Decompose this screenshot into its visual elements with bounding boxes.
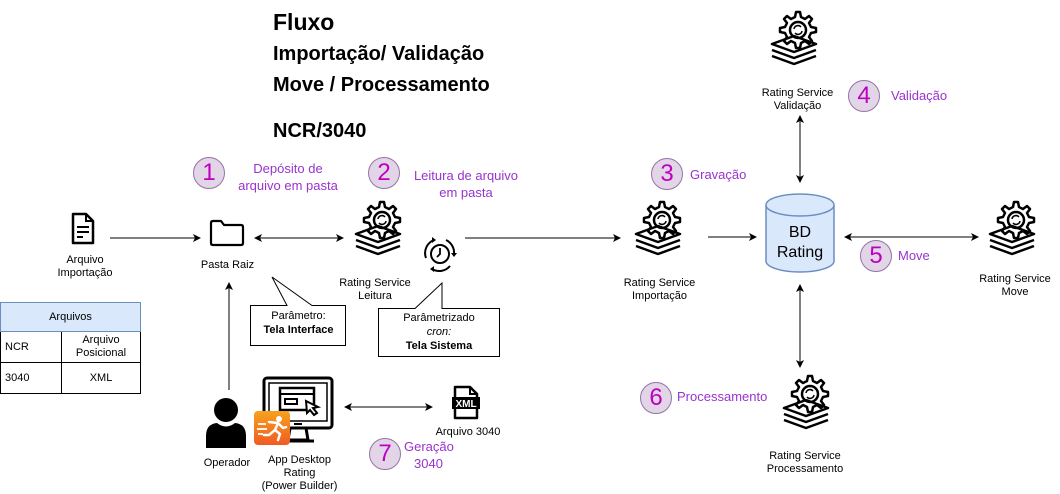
diagram-subtitle-1: Importação/ Validação — [273, 43, 485, 65]
node-rs-leitura: Rating Service Leitura — [330, 277, 420, 303]
user-icon — [206, 398, 246, 448]
document-icon — [71, 212, 95, 245]
node-label: Rating Service — [761, 87, 834, 99]
node-label: (Power Builder) — [261, 480, 338, 492]
step-4-label: Validação — [891, 88, 948, 103]
node-label: Processamento — [766, 463, 844, 475]
node-label: Leitura — [358, 290, 392, 302]
step-3-badge: 3 — [651, 158, 683, 190]
power-builder-app-icon — [254, 411, 290, 445]
step-2-badge: 2 — [368, 157, 400, 189]
step-1-badge: 1 — [193, 157, 225, 189]
table-cell-type: NCR — [0, 331, 62, 363]
node-rs-importacao: Rating Service Importação — [612, 277, 707, 303]
node-pasta-raiz: Pasta Raiz — [200, 259, 255, 271]
step-label-line: 3040 — [414, 456, 443, 471]
table-header: Arquivos — [0, 302, 141, 332]
node-label: Importação — [631, 290, 688, 302]
diagram-title: Fluxo — [273, 9, 335, 35]
step-label-line: arquivo em pasta — [238, 178, 338, 193]
service-stack-icon — [634, 200, 682, 256]
node-rs-processamento: Rating Service Processamento — [755, 450, 855, 476]
service-stack-icon — [782, 374, 830, 430]
step-1-label: Depósito de arquivo em pasta — [228, 160, 348, 194]
step-label-line: Leitura de arquivo — [413, 168, 519, 183]
node-rs-move: Rating Service Move — [970, 273, 1060, 299]
db-label: Rating — [776, 244, 824, 261]
callout-line: Parâmetro: — [271, 310, 326, 322]
step-label-line: Depósito de — [253, 161, 323, 176]
step-7-badge: 7 — [369, 438, 401, 470]
table-cell-type: 3040 — [0, 362, 62, 394]
table-cell-format: XML — [61, 362, 141, 394]
database-icon — [765, 193, 835, 273]
step-5-label: Move — [898, 248, 930, 263]
xml-file-icon: XML — [452, 385, 480, 420]
step-label-line: em pasta — [439, 185, 493, 200]
diagram-subtitle-3: NCR/3040 — [273, 120, 367, 142]
step-2-label: Leitura de arquivo em pasta — [402, 167, 530, 201]
callout-line: Tela Interface — [263, 324, 334, 336]
node-label: Rating Service — [623, 277, 696, 289]
node-label: Rating Service — [769, 450, 841, 462]
node-label: Validação — [773, 100, 822, 112]
service-stack-icon — [770, 10, 818, 66]
step-5-badge: 5 — [860, 240, 892, 272]
callout-parametro-shape — [250, 276, 346, 346]
node-label: Rating Service — [339, 277, 411, 289]
callout-line: Parâmetrizado — [403, 312, 475, 324]
service-stack-icon — [988, 200, 1036, 256]
table-row: NCR Arquivo Posicional — [0, 331, 141, 363]
folder-icon — [209, 219, 245, 247]
table-cell-format: Arquivo Posicional — [61, 331, 141, 363]
callout-parametro: Parâmetro: Tela Interface — [251, 309, 346, 337]
step-3-label: Gravação — [690, 167, 747, 182]
callout-cron-shape — [378, 281, 500, 357]
db-label: BD — [788, 224, 812, 241]
step-4-badge: 4 — [848, 80, 880, 112]
node-label: Rating — [283, 467, 316, 479]
node-label: Move — [1001, 286, 1029, 298]
node-arquivo-importacao: Arquivo Importação — [40, 254, 130, 280]
step-7-label: Geração 3040 — [404, 438, 464, 472]
step-6-badge: 6 — [640, 382, 672, 414]
node-label: App Desktop — [268, 454, 331, 466]
node-app-desktop: App Desktop Rating (Power Builder) — [252, 454, 347, 493]
service-stack-icon — [354, 200, 402, 256]
step-label-line: Geração — [404, 439, 454, 454]
node-label: Importação — [57, 267, 113, 279]
svg-text:XML: XML — [455, 399, 476, 410]
files-table: Arquivos NCR Arquivo Posicional 3040 XML — [0, 302, 141, 394]
callout-cron: Parâmetrizado cron: Tela Sistema — [379, 311, 499, 353]
node-arquivo-3040: Arquivo 3040 — [435, 426, 501, 438]
diagram-subtitle-2: Move / Processamento — [273, 74, 490, 96]
table-header-row: Arquivos — [0, 302, 141, 332]
node-rs-validacao: Rating Service Validação — [750, 87, 845, 113]
callout-line: cron: — [426, 326, 452, 338]
callout-line: Tela Sistema — [405, 340, 473, 352]
node-operador: Operador — [203, 457, 251, 469]
table-row: 3040 XML — [0, 362, 141, 394]
node-bd-rating: BD Rating — [764, 223, 836, 263]
node-label: Arquivo — [66, 254, 104, 266]
node-label: Rating Service — [979, 273, 1051, 285]
step-6-label: Processamento — [677, 389, 768, 404]
cron-clock-icon — [424, 237, 457, 272]
